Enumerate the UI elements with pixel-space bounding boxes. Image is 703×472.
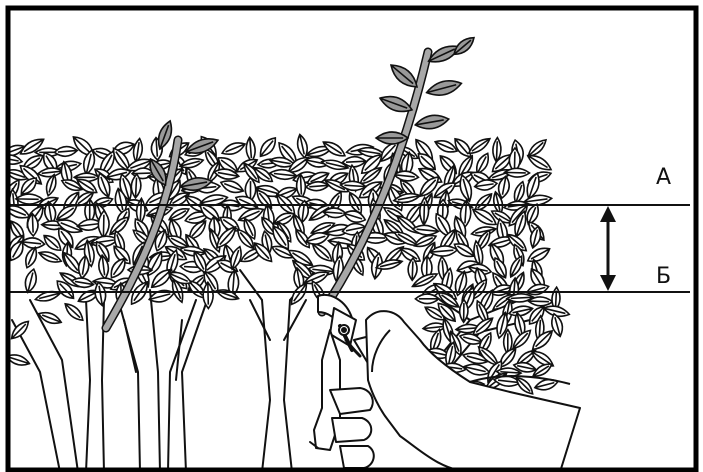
leaf-icon (37, 309, 63, 326)
line-label-a: А (656, 167, 671, 189)
leaf-icon (425, 77, 463, 99)
leaf-icon (343, 208, 367, 225)
leaf-icon (525, 244, 552, 265)
leaf-icon (37, 249, 62, 265)
leaf-icon (525, 152, 553, 174)
leaf-icon (54, 146, 78, 157)
line-label-b: Б (656, 266, 671, 288)
leaf-icon (414, 113, 450, 132)
leaf-icon (245, 137, 256, 162)
double-arrow-icon (600, 206, 616, 291)
leaf-icon (21, 237, 45, 249)
hedge-foliage (0, 133, 570, 400)
leaf-icon (256, 135, 279, 160)
leaf-icon (16, 194, 43, 204)
leaf-icon (220, 140, 246, 158)
leaf-icon (463, 362, 491, 378)
leaf-icon (62, 301, 86, 324)
leaf-icon (412, 224, 439, 236)
leaf-icon (0, 153, 23, 166)
leaf-icon (387, 60, 421, 92)
leaf-icon (23, 246, 40, 270)
leaf-icon (219, 178, 245, 196)
leaf-icon (23, 268, 39, 294)
